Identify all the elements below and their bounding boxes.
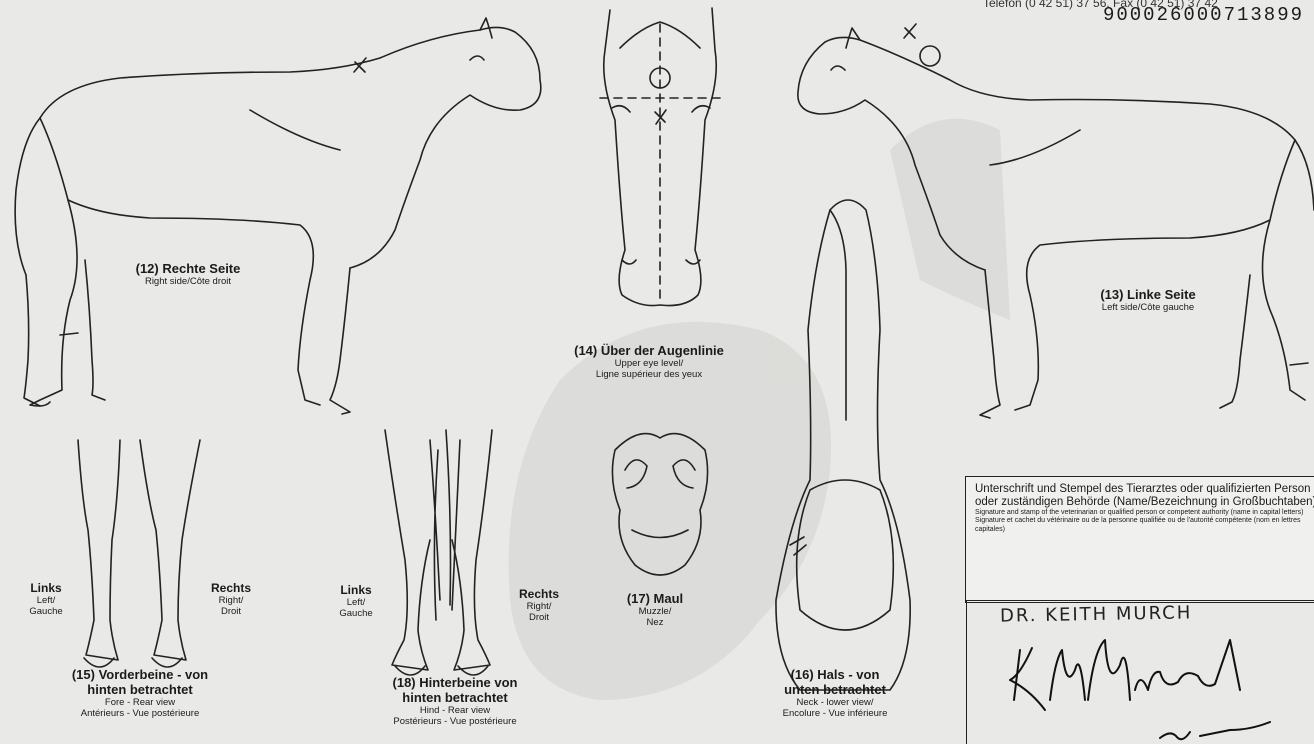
identification-diagram-page: Telefon (0 42 51) 37 56, Fax (0 42 51) 3…: [0, 0, 1314, 743]
handwritten-signature: [0, 0, 1314, 743]
